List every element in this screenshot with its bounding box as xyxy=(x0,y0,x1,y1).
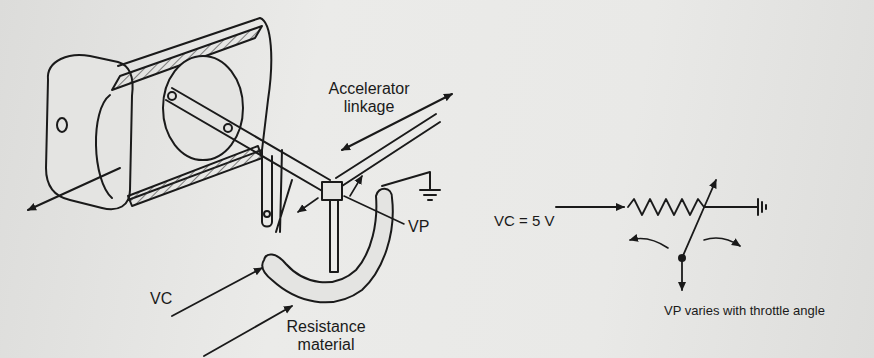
signal-name: VC = 5 V xyxy=(494,212,554,229)
rotation-arrow xyxy=(630,238,668,248)
part-label: Resistance material xyxy=(270,318,382,355)
signal-name: VP xyxy=(408,218,429,236)
wiper-symbol xyxy=(682,180,716,258)
signal-name: VC xyxy=(150,290,172,308)
part-label: Accelerator linkage xyxy=(316,80,422,117)
resistance-leader xyxy=(204,306,292,356)
accelerator-rod xyxy=(342,122,440,186)
ground-symbol xyxy=(420,190,440,200)
vc-leader xyxy=(172,268,262,316)
supply-line xyxy=(556,206,624,208)
ground-symbol-schematic xyxy=(758,199,766,215)
sensor-block xyxy=(322,182,342,200)
bolt-hole xyxy=(57,118,67,132)
air-flow-arrow xyxy=(28,168,120,210)
throttle-plate xyxy=(163,56,243,160)
resistor-symbol xyxy=(628,199,758,215)
throttle-shaft xyxy=(166,88,330,192)
note: VP varies with throttle angle xyxy=(664,304,825,319)
link-arm xyxy=(262,150,272,227)
resistance-band xyxy=(262,189,393,303)
ground-wire xyxy=(382,172,430,190)
wiper-arm xyxy=(330,200,338,272)
